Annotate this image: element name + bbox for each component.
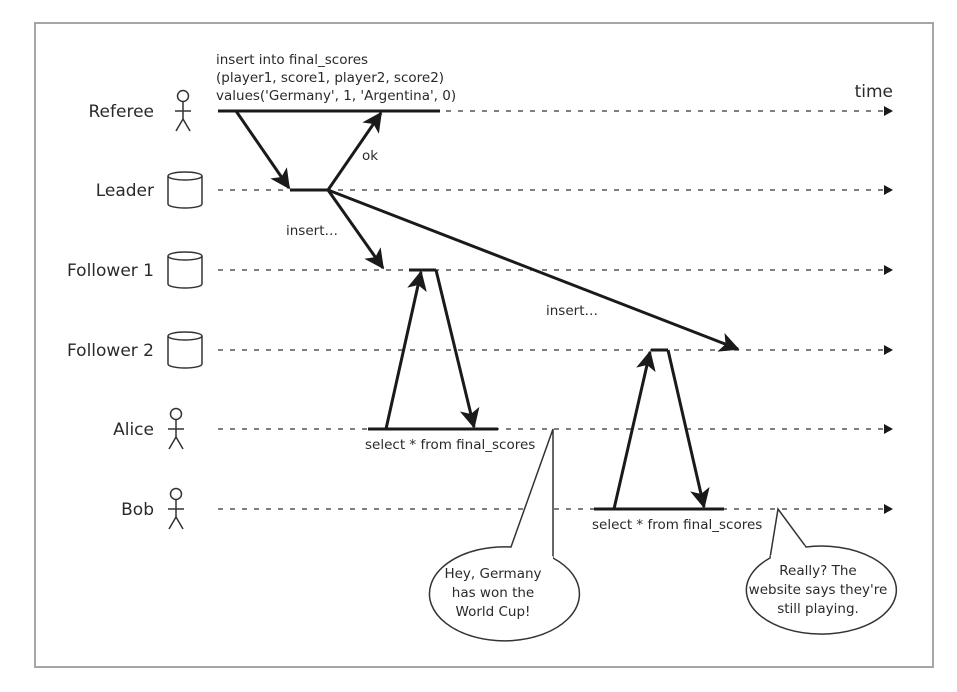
- query-line: (player1, score1, player2, score2): [216, 70, 444, 86]
- time-arrowhead-icon: [884, 265, 893, 275]
- stick-figure-icon: [168, 487, 184, 530]
- arrow-follower1-to-alice: [434, 269, 480, 429]
- diagram-frame: [34, 22, 934, 668]
- actor-labels: Referee Leader Follower 1 Follower 2 Ali…: [67, 102, 154, 520]
- ok-label: ok: [362, 148, 378, 164]
- actor-label-alice: Alice: [113, 420, 154, 440]
- time-arrowhead-icon: [884, 106, 893, 116]
- speech-bubble-bob: Really? The website says they're still p…: [745, 507, 898, 635]
- bubble-text-line: World Cup!: [456, 604, 531, 620]
- query-line: values('Germany', 1, 'Argentina', 0): [216, 88, 456, 104]
- time-arrowhead-icon: [884, 424, 893, 434]
- arrow-leader-ok: [326, 111, 383, 191]
- time-arrowhead-icon: [884, 504, 893, 514]
- actor-label-follower2: Follower 2: [67, 341, 154, 361]
- actor-label-follower1: Follower 1: [67, 261, 154, 281]
- bubble-shape: [428, 428, 581, 642]
- database-icon: [167, 251, 203, 289]
- arrow-referee-to-leader: [234, 110, 291, 190]
- arrow-leader-to-follower2: [327, 188, 740, 352]
- insert-query: insert into final_scores (player1, score…: [216, 52, 456, 104]
- insert-label-follower2: insert…: [546, 303, 598, 319]
- alice-select-label: select * from final_scores: [365, 437, 535, 453]
- time-arrowhead-icon: [884, 345, 893, 355]
- database-icon: [167, 171, 203, 209]
- bubble-text-line: Hey, Germany: [444, 566, 541, 582]
- stick-figure-icon: [168, 407, 184, 450]
- arrow-alice-to-follower1: [384, 270, 427, 430]
- database-icon: [167, 331, 203, 369]
- arrow-bob-to-follower2: [612, 350, 656, 510]
- bubble-text-line: website says they're: [749, 582, 888, 598]
- actor-label-leader: Leader: [96, 181, 154, 201]
- query-line: insert into final_scores: [216, 52, 368, 68]
- stick-figure-icon: [175, 89, 191, 132]
- time-label: time: [855, 82, 893, 102]
- time-arrowhead-icon: [884, 185, 893, 195]
- arrow-leader-to-follower1: [326, 189, 385, 270]
- insert-label-follower1: insert…: [286, 223, 338, 239]
- arrow-follower2-to-bob: [666, 349, 710, 509]
- actor-label-bob: Bob: [121, 500, 154, 520]
- bubble-text-line: still playing.: [777, 601, 859, 617]
- bubble-text-line: has won the: [452, 585, 534, 601]
- bubble-shape: [745, 507, 898, 635]
- bubble-text-line: Really? The: [779, 563, 856, 579]
- actor-label-referee: Referee: [89, 102, 155, 122]
- speech-bubble-alice: Hey, Germany has won the World Cup!: [428, 428, 581, 642]
- bob-select-label: select * from final_scores: [592, 517, 762, 533]
